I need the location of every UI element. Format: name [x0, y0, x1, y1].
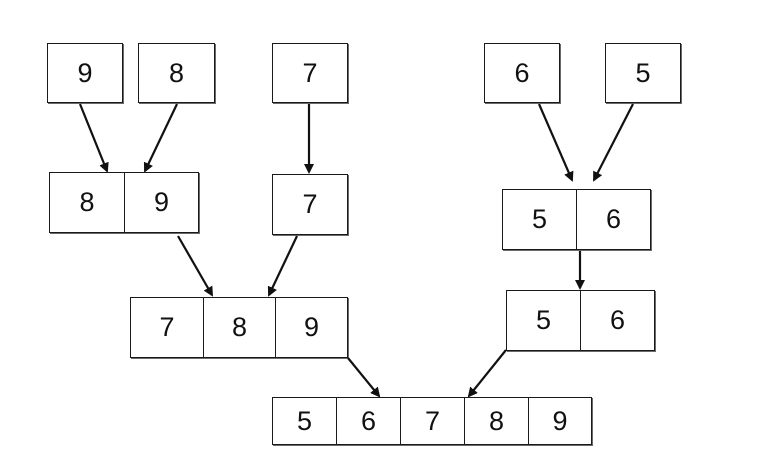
arrow-right-pair-to-final: [467, 349, 507, 398]
level3-left-triple-cell-2: 9: [275, 297, 348, 358]
arrow-9-to-left-pair: [78, 103, 109, 173]
level3-left-triple-cell-1: 8: [203, 297, 276, 358]
level4-cell-0: 5: [272, 397, 337, 445]
level1-cell-6: 6: [484, 43, 560, 103]
level3-right-pair-cell-0: 5: [506, 290, 581, 351]
arrow-6-to-right-pair: [537, 103, 574, 182]
level2-left-pair-cell-1: 9: [124, 172, 199, 233]
arrow-left-pair-to-triple: [177, 235, 213, 297]
arrow-8-to-left-pair: [143, 103, 178, 173]
level4-cell-1: 6: [336, 397, 401, 445]
level3-left-triple-cell-0: 7: [130, 297, 204, 358]
level2-right-pair-cell-1: 6: [576, 189, 651, 250]
level1-cell-7: 7: [272, 43, 348, 103]
level2-middle-cell: 7: [272, 174, 348, 235]
level1-cell-8: 8: [138, 43, 215, 103]
level1-cell-5: 5: [605, 43, 681, 103]
level4-cell-2: 7: [400, 397, 465, 445]
level4-cell-3: 8: [464, 397, 529, 445]
arrow-triple-to-final: [347, 357, 381, 398]
level1-cell-9: 9: [47, 43, 123, 103]
arrow-7-to-triple: [267, 235, 298, 297]
level2-right-pair-cell-0: 5: [502, 189, 577, 250]
arrow-5-to-right-pair: [593, 103, 634, 182]
level4-cell-4: 9: [528, 397, 592, 445]
level3-right-pair-cell-1: 6: [580, 290, 655, 351]
